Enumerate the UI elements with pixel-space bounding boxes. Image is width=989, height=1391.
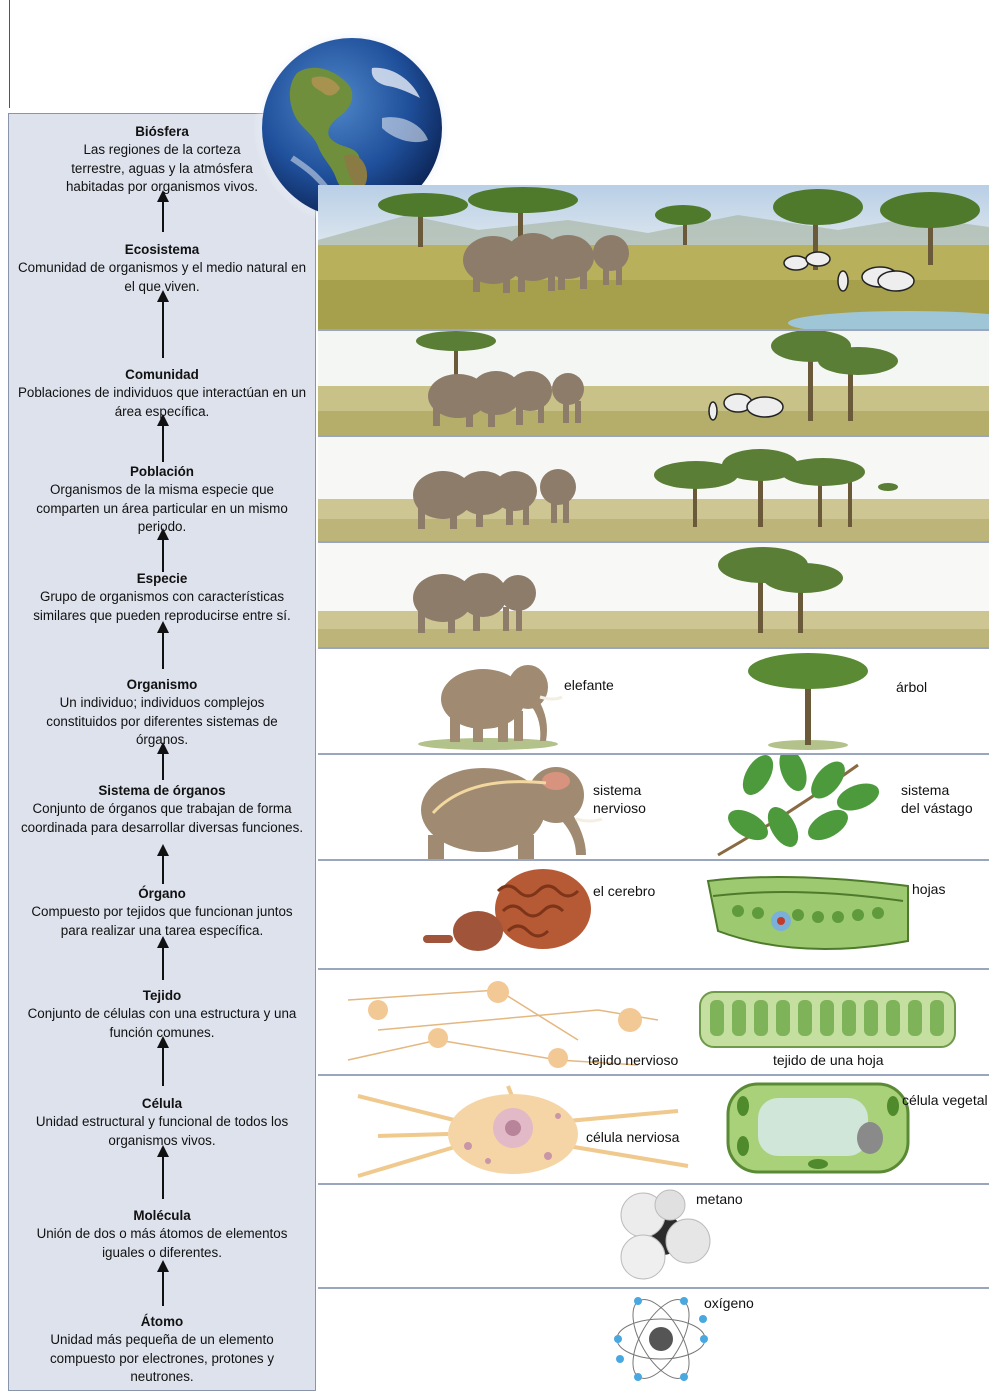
level-description: Unión de dos o más átomos de elementos i… <box>8 1225 316 1262</box>
level-organismo: Organismo Un individuo; individuos compl… <box>8 676 316 749</box>
up-arrow <box>162 1155 164 1199</box>
ecosystem-illustration <box>318 185 989 329</box>
up-arrow <box>162 946 164 980</box>
label-shoot-system-line2: del vástago <box>901 799 973 817</box>
level-comunidad: Comunidad Poblaciones de individuos que … <box>8 366 316 421</box>
community-illustration <box>318 331 989 435</box>
label-methane: metano <box>696 1190 743 1208</box>
level-title: Molécula <box>8 1207 316 1225</box>
label-leaves: hojas <box>912 880 945 898</box>
molecule-illustration: metano <box>318 1185 989 1287</box>
plant-cell-icon <box>728 1084 908 1172</box>
label-nerve-tissue: tejido nervioso <box>588 1051 678 1069</box>
level-title: Tejido <box>8 987 316 1005</box>
population-illustration <box>318 437 989 541</box>
label-nervous-system-line1: sistema <box>593 781 641 799</box>
level-title: Especie <box>8 570 316 588</box>
level-organo: Órgano Compuesto por tejidos que funcion… <box>8 885 316 940</box>
level-description: Un individuo; individuos complejos const… <box>8 694 316 749</box>
level-especie: Especie Grupo de organismos con caracter… <box>8 570 316 625</box>
up-arrow <box>162 1046 164 1086</box>
up-arrow <box>162 1270 164 1306</box>
up-arrow <box>162 424 164 462</box>
level-title: Comunidad <box>8 366 316 384</box>
level-ecosistema: Ecosistema Comunidad de organismos y el … <box>8 241 316 296</box>
species-illustration <box>318 543 989 647</box>
tissue-illustration: tejido nervioso tejido de una hoja <box>318 970 989 1074</box>
level-description: Compuesto por tejidos que funcionan junt… <box>8 903 316 940</box>
label-nervous-system-line2: nervioso <box>593 799 646 817</box>
label-oxygen: oxígeno <box>704 1294 754 1312</box>
level-title: Órgano <box>8 885 316 903</box>
level-title: Población <box>8 463 316 481</box>
label-leaf-tissue: tejido de una hoja <box>773 1051 884 1069</box>
leaf-tissue-icon <box>700 992 955 1047</box>
up-arrow <box>162 538 164 572</box>
level-description: Grupo de organismos con características … <box>8 588 316 625</box>
label-shoot-system-line1: sistema <box>901 781 949 799</box>
cell-illustration: célula nerviosa célula vegetal <box>318 1076 989 1183</box>
label-elephant: elefante <box>564 676 614 694</box>
up-arrow <box>162 631 164 669</box>
level-molecula: Molécula Unión de dos o más átomos de el… <box>8 1207 316 1262</box>
up-arrow <box>162 200 164 232</box>
organism-illustration: elefante árbol <box>318 649 989 753</box>
up-arrow <box>162 854 164 884</box>
up-arrow <box>162 300 164 358</box>
level-celula: Célula Unidad estructural y funcional de… <box>8 1095 316 1150</box>
level-title: Ecosistema <box>8 241 316 259</box>
organ-illustration: el cerebro hojas <box>318 861 989 968</box>
atom-illustration: oxígeno <box>318 1289 989 1391</box>
level-tejido: Tejido Conjunto de células con una estru… <box>8 987 316 1042</box>
level-sistema: Sistema de órganos Conjunto de órganos q… <box>8 782 316 837</box>
level-title: Célula <box>8 1095 316 1113</box>
level-title: Sistema de órganos <box>8 782 316 800</box>
level-description: Unidad más pequeña de un elemento compue… <box>8 1331 316 1386</box>
organ-system-illustration: sistema nervioso sistema del vástago <box>318 755 989 859</box>
level-title: Organismo <box>8 676 316 694</box>
label-nerve-cell: célula nerviosa <box>586 1128 679 1146</box>
label-plant-cell: célula vegetal <box>902 1091 988 1109</box>
up-arrow <box>162 752 164 780</box>
level-title: Átomo <box>8 1313 316 1331</box>
top-guide-line <box>9 0 10 108</box>
leaf-cross-section-icon <box>708 877 908 949</box>
label-tree: árbol <box>896 678 927 696</box>
level-description: Conjunto de órganos que trabajan de form… <box>8 800 316 837</box>
level-atomo: Átomo Unidad más pequeña de un elemento … <box>8 1313 316 1386</box>
label-brain: el cerebro <box>593 882 655 900</box>
level-poblacion: Población Organismos de la misma especie… <box>8 463 316 536</box>
